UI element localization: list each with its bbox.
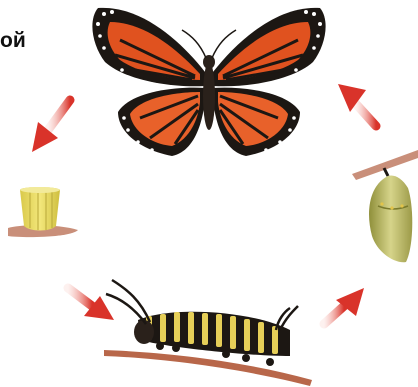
arrow-to-egg-icon	[32, 100, 70, 152]
arrow-to-chrysalis-icon	[324, 288, 364, 324]
egg-icon	[8, 187, 78, 237]
arrow-to-caterpillar-icon	[68, 288, 114, 320]
arrow-to-butterfly-icon	[338, 84, 376, 126]
chrysalis-icon	[352, 150, 418, 262]
caterpillar-icon	[104, 280, 312, 386]
butterfly-icon	[92, 8, 325, 156]
